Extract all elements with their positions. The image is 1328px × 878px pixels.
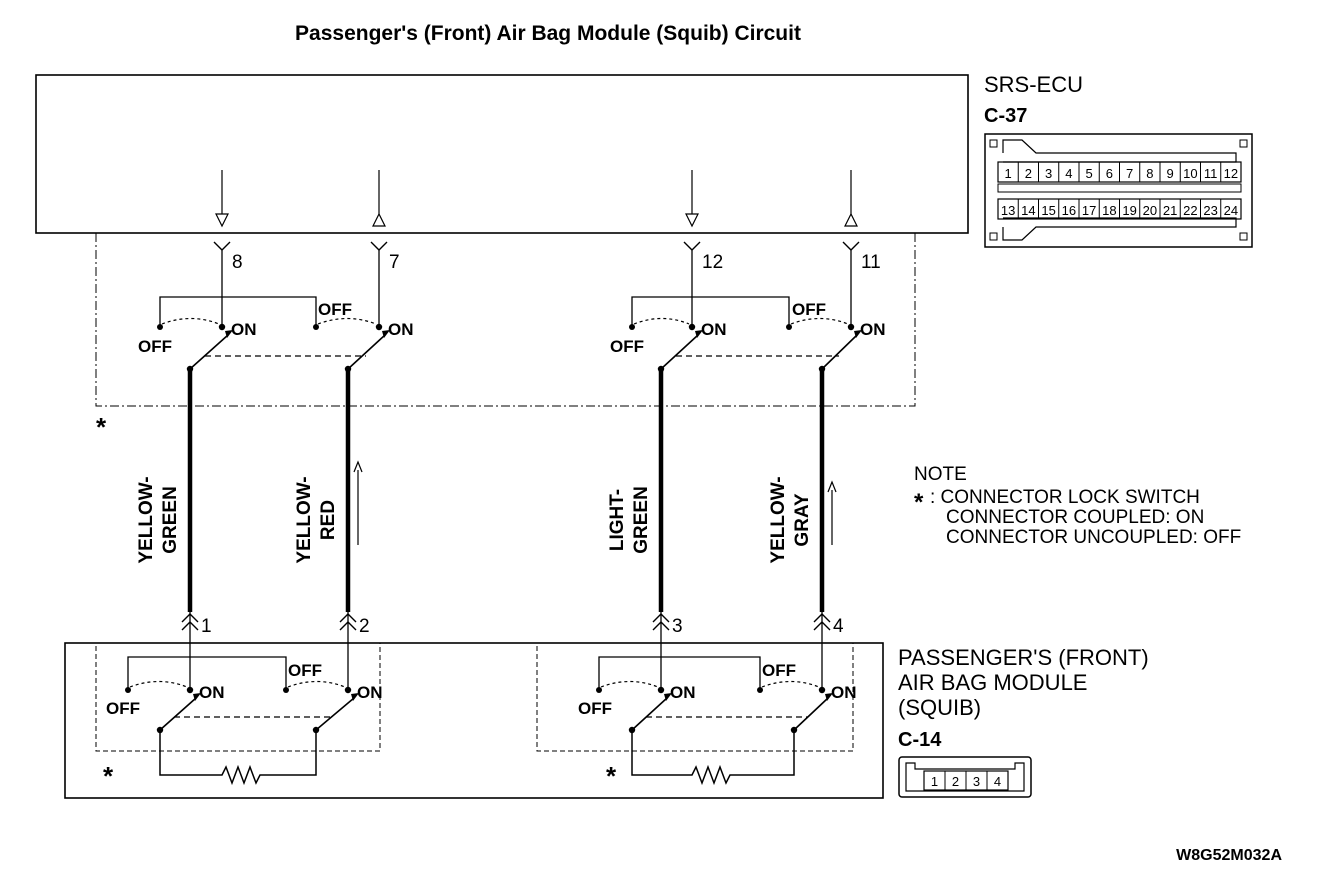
- note-heading: NOTE: [914, 464, 967, 485]
- ecu-switch-on-label-3: ON: [701, 320, 727, 339]
- wire-color-1: YELLOW-GREEN: [136, 476, 181, 563]
- module-switch-off-label-1: OFF: [106, 699, 140, 718]
- ecu-cavity-9: 9: [1167, 166, 1174, 181]
- ecu-cavity-18: 18: [1102, 203, 1116, 218]
- module-cavity-2: 2: [952, 774, 959, 789]
- harness-wires: YELLOW-GREEN YELLOW-RED LIGHT-GREEN YELLOW-…: [136, 369, 837, 612]
- squib-resistor-1: [159, 728, 317, 786]
- ecu-switch-off-label-2: OFF: [318, 300, 352, 319]
- ecu-lock-switches: ON OFF ON OFF ON OFF ON OFF: [138, 296, 886, 373]
- ecu-cavity-7: 7: [1126, 166, 1133, 181]
- module-connector-id: C-14: [898, 729, 942, 751]
- module-switch-on-label-4: ON: [831, 683, 857, 702]
- ecu-cavity-14: 14: [1021, 203, 1035, 218]
- ecu-switch-4: ON OFF: [786, 300, 886, 373]
- ecu-switch-3: ON OFF: [610, 317, 727, 373]
- squib-resistor-2: [631, 728, 795, 786]
- module-name-line1: PASSENGER'S (FRONT): [898, 645, 1149, 670]
- module-name-line2: AIR BAG MODULE: [898, 670, 1087, 695]
- module-cavity-1: 1: [931, 774, 938, 789]
- module-cavity-3: 3: [973, 774, 980, 789]
- module-cavity-4: 4: [994, 774, 1001, 789]
- ecu-cavity-11: 11: [1204, 166, 1218, 181]
- ecu-name: SRS-ECU: [984, 72, 1083, 97]
- ecu-cavity-15: 15: [1041, 203, 1055, 218]
- ecu-switch-off-label-1: OFF: [138, 337, 172, 356]
- ecu-pin-11: 11: [861, 252, 881, 273]
- module-switch-on-label-2: ON: [357, 683, 383, 702]
- ecu-cavity-17: 17: [1082, 203, 1096, 218]
- diagram-code: W8G52M032A: [1176, 847, 1282, 864]
- ecu-cavity-4: 4: [1065, 166, 1072, 181]
- ecu-pin-12: 12: [702, 252, 723, 273]
- ecu-cavity-3: 3: [1045, 166, 1052, 181]
- module-star-2: *: [606, 761, 617, 791]
- ecu-switch-on-label-2: ON: [388, 320, 414, 339]
- ecu-pins: 8 7 12 11: [213, 170, 881, 325]
- ecu-cavity-12: 12: [1224, 166, 1238, 181]
- ecu-cavity-1: 1: [1005, 166, 1012, 181]
- wire-color-4: YELLOW-GRAY: [768, 476, 813, 563]
- ecu-lock-switch-star: *: [96, 412, 107, 442]
- note-line2: CONNECTOR COUPLED: ON: [946, 507, 1204, 528]
- ecu-pin-8: 8: [232, 252, 243, 273]
- module-pin-1: 1: [201, 616, 212, 637]
- module-switch-on-label-3: ON: [670, 683, 696, 702]
- module-switch-2: ON OFF: [283, 661, 383, 734]
- module-pins: 1 2 3 4: [181, 612, 844, 690]
- module-switch-1: ON OFF: [106, 680, 225, 734]
- srs-ecu-box: [35, 74, 969, 234]
- ecu-cavity-22: 22: [1183, 203, 1197, 218]
- ecu-switch-on-label-1: ON: [231, 320, 257, 339]
- ecu-connector-id: C-37: [984, 105, 1027, 127]
- ecu-switch-2: ON OFF: [313, 300, 414, 373]
- ecu-cavity-13: 13: [1001, 203, 1015, 218]
- ecu-switch-on-label-4: ON: [860, 320, 886, 339]
- module-lock-switches: ON OFF ON OFF ON OFF ON OFF: [106, 656, 857, 734]
- air-bag-module-box: [64, 642, 884, 799]
- module-lock-switch-region-2: [536, 642, 854, 752]
- module-pin-2: 2: [359, 616, 370, 637]
- wire-color-3: LIGHT-GREEN: [607, 486, 652, 554]
- note-line3: CONNECTOR UNCOUPLED: OFF: [946, 527, 1241, 548]
- ecu-cavity-2: 2: [1025, 166, 1032, 181]
- ecu-lock-switch-region: [95, 233, 916, 407]
- diagram-title: Passenger's (Front) Air Bag Module (Squi…: [295, 22, 801, 45]
- ecu-switch-off-label-3: OFF: [610, 337, 644, 356]
- module-switch-3: ON OFF: [578, 680, 696, 734]
- ecu-cavity-6: 6: [1106, 166, 1113, 181]
- ecu-cavity-16: 16: [1062, 203, 1076, 218]
- ecu-cavity-20: 20: [1143, 203, 1157, 218]
- module-star-1: *: [103, 761, 114, 791]
- ecu-switch-off-label-4: OFF: [792, 300, 826, 319]
- ecu-cavity-21: 21: [1163, 203, 1177, 218]
- ecu-cavity-10: 10: [1183, 166, 1197, 181]
- module-switch-off-label-4: OFF: [762, 661, 796, 680]
- module-pin-4: 4: [833, 616, 844, 637]
- ecu-cavity-23: 23: [1203, 203, 1217, 218]
- ecu-cavity-8: 8: [1146, 166, 1153, 181]
- wire-color-2: YELLOW-RED: [294, 476, 339, 563]
- note-line1: : CONNECTOR LOCK SWITCH: [930, 487, 1200, 508]
- ecu-cavity-19: 19: [1122, 203, 1136, 218]
- module-switch-on-label-1: ON: [199, 683, 225, 702]
- note-star: *: [914, 489, 924, 516]
- ecu-cavity-5: 5: [1086, 166, 1093, 181]
- module-switch-off-label-2: OFF: [288, 661, 322, 680]
- ecu-cavity-24: 24: [1224, 203, 1238, 218]
- ecu-pin-7: 7: [389, 252, 400, 273]
- module-lock-switch-region-1: [95, 642, 381, 752]
- module-switch-off-label-3: OFF: [578, 699, 612, 718]
- module-name-line3: (SQUIB): [898, 695, 981, 720]
- module-pin-3: 3: [672, 616, 683, 637]
